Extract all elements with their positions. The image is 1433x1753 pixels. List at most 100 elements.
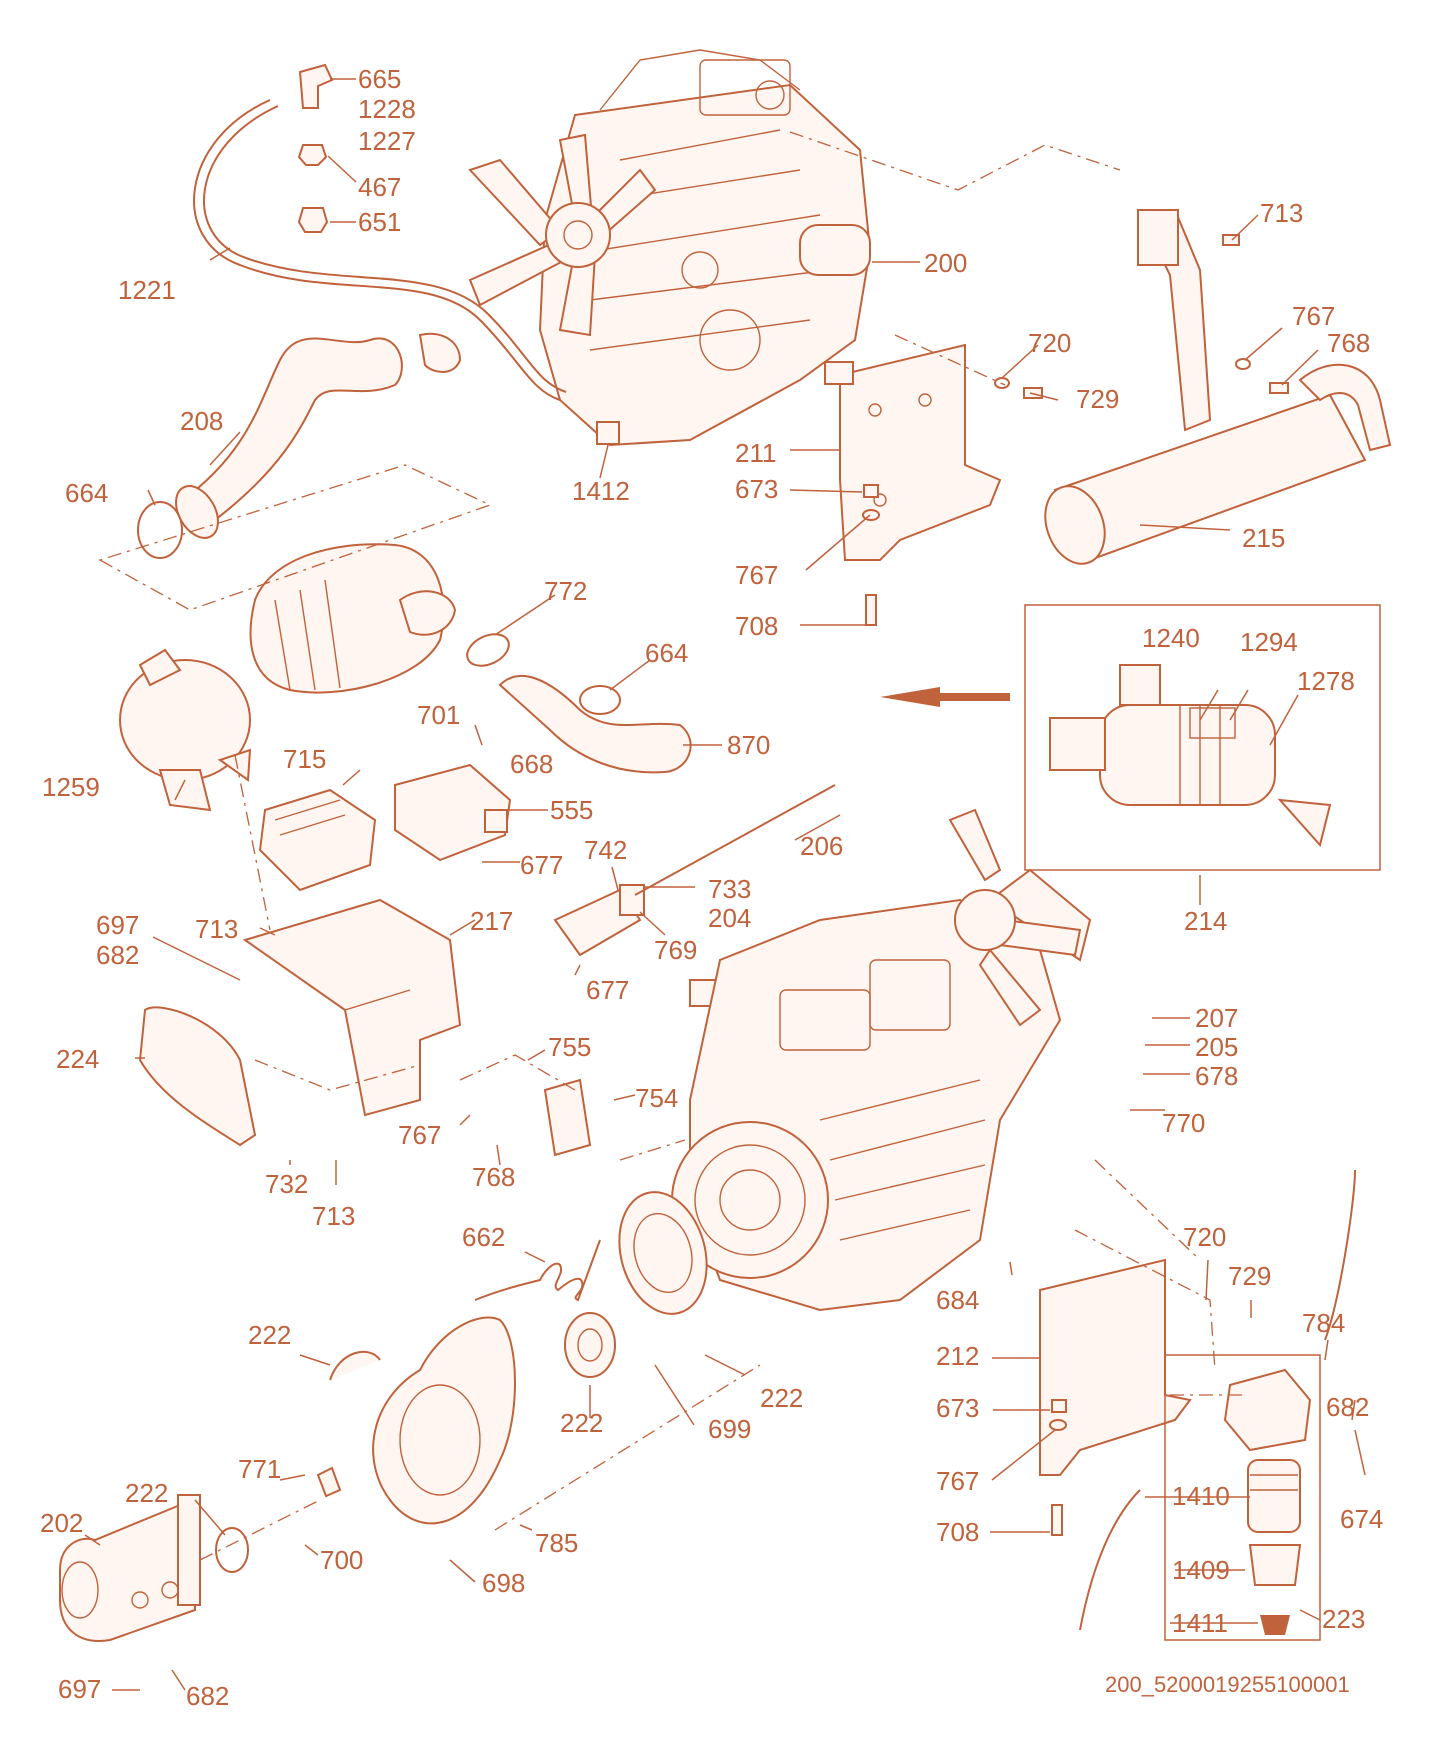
part-label: 682 — [186, 1681, 229, 1711]
part-label: 207 — [1195, 1003, 1238, 1033]
part-label: 713 — [312, 1201, 355, 1231]
part-label: 223 — [1322, 1604, 1365, 1634]
part-label: 222 — [248, 1320, 291, 1350]
part-label: 870 — [727, 730, 770, 760]
flywheel-parts — [329, 1191, 708, 1525]
engine-bracket-211 — [839, 343, 1002, 561]
part-label: 698 — [482, 1568, 525, 1598]
part-label: 215 — [1242, 523, 1285, 553]
part-label: 1227 — [358, 126, 416, 156]
part-label: 771 — [238, 1454, 281, 1484]
part-label: 668 — [510, 749, 553, 779]
part-label: 699 — [708, 1414, 751, 1444]
part-label: 673 — [936, 1393, 979, 1423]
part-label: 217 — [470, 906, 513, 936]
part-label: 664 — [645, 638, 688, 668]
part-label: 684 — [936, 1285, 979, 1315]
hose-clamp-upper — [137, 501, 183, 559]
part-label: 733 — [708, 874, 751, 904]
part-label: 1412 — [572, 476, 630, 506]
fuel-filter-assembly — [1079, 1169, 1356, 1635]
part-label: 767 — [735, 560, 778, 590]
cover-224 — [138, 1006, 257, 1147]
part-label: 200 — [924, 248, 967, 278]
part-label: 1411 — [1172, 1608, 1228, 1638]
part-label: 677 — [520, 850, 563, 880]
return-spring — [474, 1239, 601, 1302]
part-label: 206 — [800, 831, 843, 861]
part-label: 1228 — [358, 94, 416, 124]
lower-engine-drawing — [671, 808, 1092, 1312]
assembly-dash-lines — [98, 131, 1245, 1561]
part-label: 467 — [358, 172, 401, 202]
part-label: 222 — [760, 1383, 803, 1413]
part-label: 664 — [65, 478, 108, 508]
part-label: 713 — [1260, 198, 1303, 228]
part-label: 708 — [735, 611, 778, 641]
breather-fittings — [297, 63, 334, 233]
part-label: 732 — [265, 1169, 308, 1199]
filter-cover — [119, 648, 252, 812]
part-label: 202 — [40, 1508, 83, 1538]
upper-engine-drawing — [468, 49, 872, 447]
part-label: 697 — [96, 910, 139, 940]
part-label: 222 — [125, 1478, 168, 1508]
part-label: 1278 — [1297, 666, 1355, 696]
part-label: 720 — [1028, 328, 1071, 358]
part-label: 1294 — [1240, 627, 1298, 657]
part-label: 713 — [195, 914, 238, 944]
part-label: 769 — [654, 935, 697, 965]
clamp-664-lower — [579, 685, 621, 715]
part-label: 767 — [1292, 301, 1335, 331]
part-label: 708 — [936, 1517, 979, 1547]
clamp-771 — [316, 1466, 342, 1498]
part-label: 678 — [1195, 1061, 1238, 1091]
exhaust-system — [1044, 208, 1392, 565]
part-label: 697 — [58, 1674, 101, 1704]
part-label: 212 — [936, 1341, 979, 1371]
part-label: 729 — [1076, 384, 1119, 414]
part-label: 772 — [544, 576, 587, 606]
air-filter — [249, 543, 457, 694]
part-label: 770 — [1162, 1108, 1205, 1138]
part-label: 1240 — [1142, 623, 1200, 653]
part-label: 768 — [472, 1162, 515, 1192]
breather-hose — [193, 99, 561, 401]
part-label: 768 — [1327, 328, 1370, 358]
elbow-hose-870 — [498, 675, 692, 774]
upper-fan — [468, 133, 657, 337]
electrical-modules — [258, 763, 512, 892]
part-label: 701 — [417, 700, 460, 730]
part-label: 784 — [1302, 1308, 1345, 1338]
clamp-772 — [466, 633, 510, 667]
part-label: 715 — [283, 744, 326, 774]
drawing-code: 200_5200019255100001 — [1105, 1672, 1350, 1697]
part-label: 742 — [584, 835, 627, 865]
part-label: 767 — [936, 1466, 979, 1496]
part-label: 682 — [96, 940, 139, 970]
part-label: 720 — [1183, 1222, 1226, 1252]
hydraulic-pump — [59, 1494, 249, 1642]
part-label: 785 — [535, 1528, 578, 1558]
part-label: 673 — [735, 474, 778, 504]
part-label: 674 — [1340, 1504, 1383, 1534]
part-label: 682 — [1326, 1392, 1369, 1422]
part-label: 222 — [560, 1408, 603, 1438]
part-label: 665 — [358, 64, 401, 94]
part-label: 1409 — [1172, 1555, 1230, 1585]
stop-solenoid — [553, 784, 836, 1007]
part-label: 208 — [180, 406, 223, 436]
part-label: 662 — [462, 1222, 505, 1252]
part-label: 755 — [548, 1032, 591, 1062]
part-label: 205 — [1195, 1032, 1238, 1062]
part-label: 754 — [635, 1083, 678, 1113]
part-label: 555 — [550, 795, 593, 825]
filter-group-bracket — [1164, 1354, 1321, 1641]
part-label: 1410 — [1172, 1481, 1230, 1511]
inset-air-filter — [880, 604, 1381, 871]
bracket-212 — [1039, 1258, 1192, 1476]
part-label: 700 — [320, 1545, 363, 1575]
part-label: 211 — [735, 438, 776, 468]
part-label: 204 — [708, 903, 751, 933]
